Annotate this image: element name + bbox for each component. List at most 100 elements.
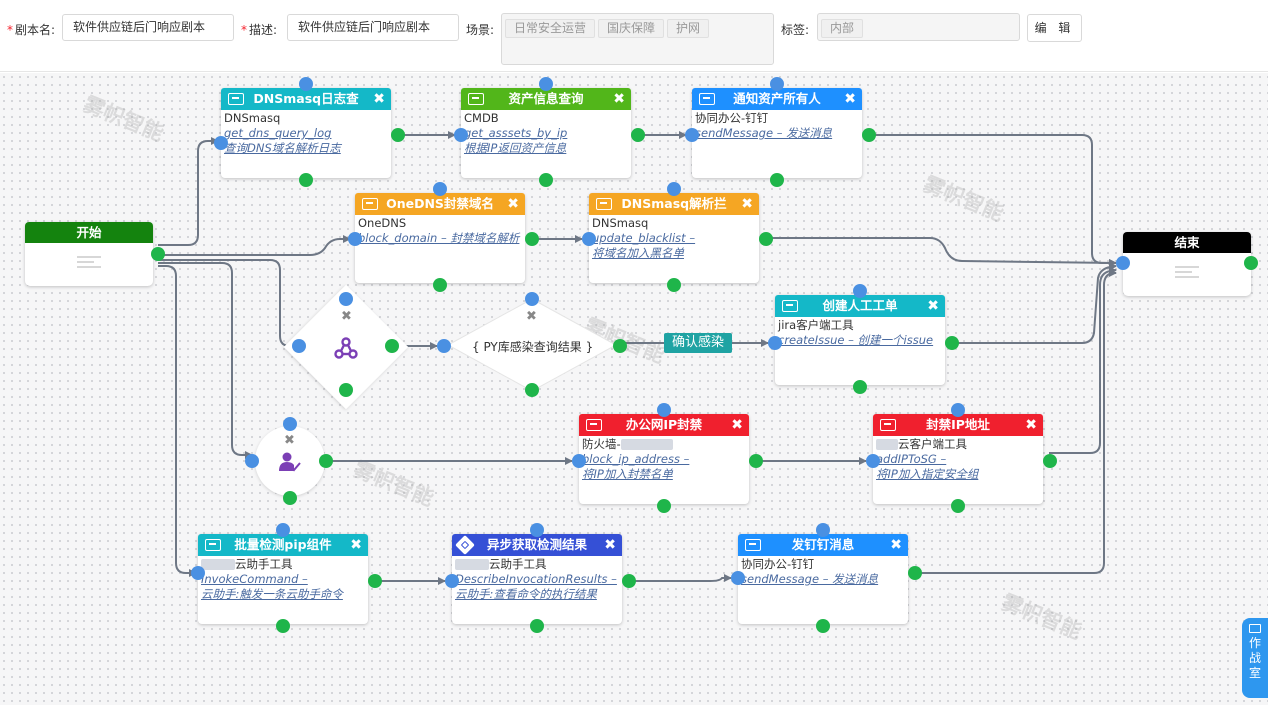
- output-port[interactable]: [853, 380, 867, 394]
- tags-select[interactable]: 内部: [817, 13, 1020, 41]
- close-icon[interactable]: ✖: [890, 537, 902, 553]
- output-port[interactable]: [525, 383, 539, 397]
- output-port[interactable]: [276, 619, 290, 633]
- war-room-button[interactable]: 作战室: [1242, 618, 1268, 698]
- output-port[interactable]: [1043, 454, 1057, 468]
- node-async-result[interactable]: 异步获取检测结果✖ 云助手工具 DescribeInvocationResult…: [452, 534, 622, 624]
- output-port[interactable]: [945, 336, 959, 350]
- playbook-description-input[interactable]: 软件供应链后门响应剧本: [287, 14, 459, 41]
- input-port[interactable]: [339, 292, 353, 306]
- scene-select[interactable]: 日常安全运营国庆保障护网: [501, 13, 774, 65]
- node-office-ip-block[interactable]: 办公网IP封禁✖ 防火墙- block_ip_address – 将IP加入封禁…: [579, 414, 749, 504]
- close-icon[interactable]: ✖: [1025, 417, 1037, 433]
- input-port[interactable]: [530, 523, 544, 537]
- close-icon[interactable]: ✖: [373, 91, 385, 107]
- output-port[interactable]: [908, 566, 922, 580]
- input-port[interactable]: [816, 523, 830, 537]
- node-notify-owner[interactable]: 通知资产所有人✖ 协同办公-钉钉 sendMessage – 发送消息: [692, 88, 862, 178]
- input-port[interactable]: [283, 417, 297, 431]
- input-port[interactable]: [292, 339, 306, 353]
- close-icon[interactable]: ✖: [526, 309, 537, 324]
- output-port[interactable]: [816, 619, 830, 633]
- flow-canvas[interactable]: 雾帜智能 雾帜智能 雾帜智能 雾帜智能 雾帜智能: [0, 73, 1268, 705]
- input-port[interactable]: [572, 454, 586, 468]
- output-port[interactable]: [539, 173, 553, 187]
- input-port[interactable]: [437, 339, 451, 353]
- input-port[interactable]: [445, 574, 459, 588]
- input-port[interactable]: [276, 523, 290, 537]
- node-dingtalk-message[interactable]: 发钉钉消息✖ 协同办公-钉钉 sendMessage – 发送消息: [738, 534, 908, 624]
- redacted-text: [455, 559, 489, 570]
- output-port[interactable]: [530, 619, 544, 633]
- start-node[interactable]: 开始: [25, 222, 153, 286]
- output-port[interactable]: [749, 454, 763, 468]
- edge: [1049, 267, 1117, 454]
- node-create-ticket[interactable]: 创建人工工单✖ jira客户端工具 createIssue – 创建一个issu…: [775, 295, 945, 385]
- output-port[interactable]: [368, 574, 382, 588]
- output-port[interactable]: [657, 499, 671, 513]
- decision-label: { PY库感染查询结果 }: [472, 340, 594, 354]
- close-icon[interactable]: ✖: [844, 91, 856, 107]
- node-onedns-block[interactable]: OneDNS封禁域名✖ OneDNS block_domain – 封禁域名解析: [355, 193, 525, 283]
- close-icon[interactable]: ✖: [604, 537, 616, 553]
- node-asset-query[interactable]: 资产信息查询✖ CMDB get_asssets_by_ip 根据IP返回资产信…: [461, 88, 631, 178]
- close-icon[interactable]: ✖: [613, 91, 625, 107]
- start-output-port[interactable]: [151, 247, 165, 261]
- node-action: get_asssets_by_ip: [464, 126, 568, 140]
- output-port[interactable]: [299, 173, 313, 187]
- input-port[interactable]: [685, 128, 699, 142]
- output-port[interactable]: [770, 173, 784, 187]
- input-port[interactable]: [582, 232, 596, 246]
- input-port[interactable]: [454, 128, 468, 142]
- input-port[interactable]: [348, 232, 362, 246]
- output-port[interactable]: [283, 491, 297, 505]
- input-port[interactable]: [525, 292, 539, 306]
- close-icon[interactable]: ✖: [927, 298, 939, 314]
- output-port[interactable]: [951, 499, 965, 513]
- edit-button[interactable]: 编 辑: [1027, 14, 1082, 42]
- close-icon[interactable]: ✖: [341, 309, 352, 324]
- close-icon[interactable]: ✖: [731, 417, 743, 433]
- output-port[interactable]: [525, 232, 539, 246]
- close-icon[interactable]: ✖: [284, 433, 295, 448]
- output-port[interactable]: [385, 339, 399, 353]
- output-port[interactable]: [862, 128, 876, 142]
- output-port[interactable]: [391, 128, 405, 142]
- node-dns-query-log[interactable]: DNSmasq日志查✖ DNSmasq get_dns_query_log 查询…: [221, 88, 391, 178]
- output-port[interactable]: [759, 232, 773, 246]
- input-port[interactable]: [853, 284, 867, 298]
- node-action-desc: 将IP加入封禁名单: [582, 467, 673, 481]
- input-port[interactable]: [657, 403, 671, 417]
- manual-approval-node[interactable]: [255, 426, 325, 496]
- output-port[interactable]: [631, 128, 645, 142]
- output-port[interactable]: [433, 278, 447, 292]
- close-icon[interactable]: ✖: [350, 537, 362, 553]
- input-port[interactable]: [433, 182, 447, 196]
- input-port[interactable]: [299, 77, 313, 91]
- output-port[interactable]: [622, 574, 636, 588]
- output-port[interactable]: [613, 339, 627, 353]
- playbook-name-input[interactable]: 软件供应链后门响应剧本: [62, 14, 234, 41]
- close-icon[interactable]: ✖: [741, 196, 753, 212]
- node-dnsmasq-blacklist[interactable]: DNSmasq解析拦✖ DNSmasq update_blacklist – 将…: [589, 193, 759, 283]
- input-port[interactable]: [951, 403, 965, 417]
- input-port[interactable]: [214, 136, 228, 150]
- end-node[interactable]: 结束: [1123, 232, 1251, 296]
- input-port[interactable]: [731, 571, 745, 585]
- close-icon[interactable]: ✖: [507, 196, 519, 212]
- input-port[interactable]: [245, 454, 259, 468]
- input-port[interactable]: [191, 566, 205, 580]
- end-output-port[interactable]: [1244, 256, 1258, 270]
- condition-label[interactable]: 确认感染: [664, 333, 733, 353]
- output-port[interactable]: [667, 278, 681, 292]
- input-port[interactable]: [770, 77, 784, 91]
- node-pip-check[interactable]: 批量检测pip组件✖ 云助手工具 InvokeCommand – 云助手:触发一…: [198, 534, 368, 624]
- input-port[interactable]: [866, 454, 880, 468]
- output-port[interactable]: [319, 454, 333, 468]
- output-port[interactable]: [339, 383, 353, 397]
- node-ip-block[interactable]: 封禁IP地址✖ 云客户端工具 addIPToSG – 将IP加入指定安全组: [873, 414, 1043, 504]
- input-port[interactable]: [667, 182, 681, 196]
- input-port[interactable]: [539, 77, 553, 91]
- end-input-port[interactable]: [1116, 256, 1130, 270]
- input-port[interactable]: [768, 336, 782, 350]
